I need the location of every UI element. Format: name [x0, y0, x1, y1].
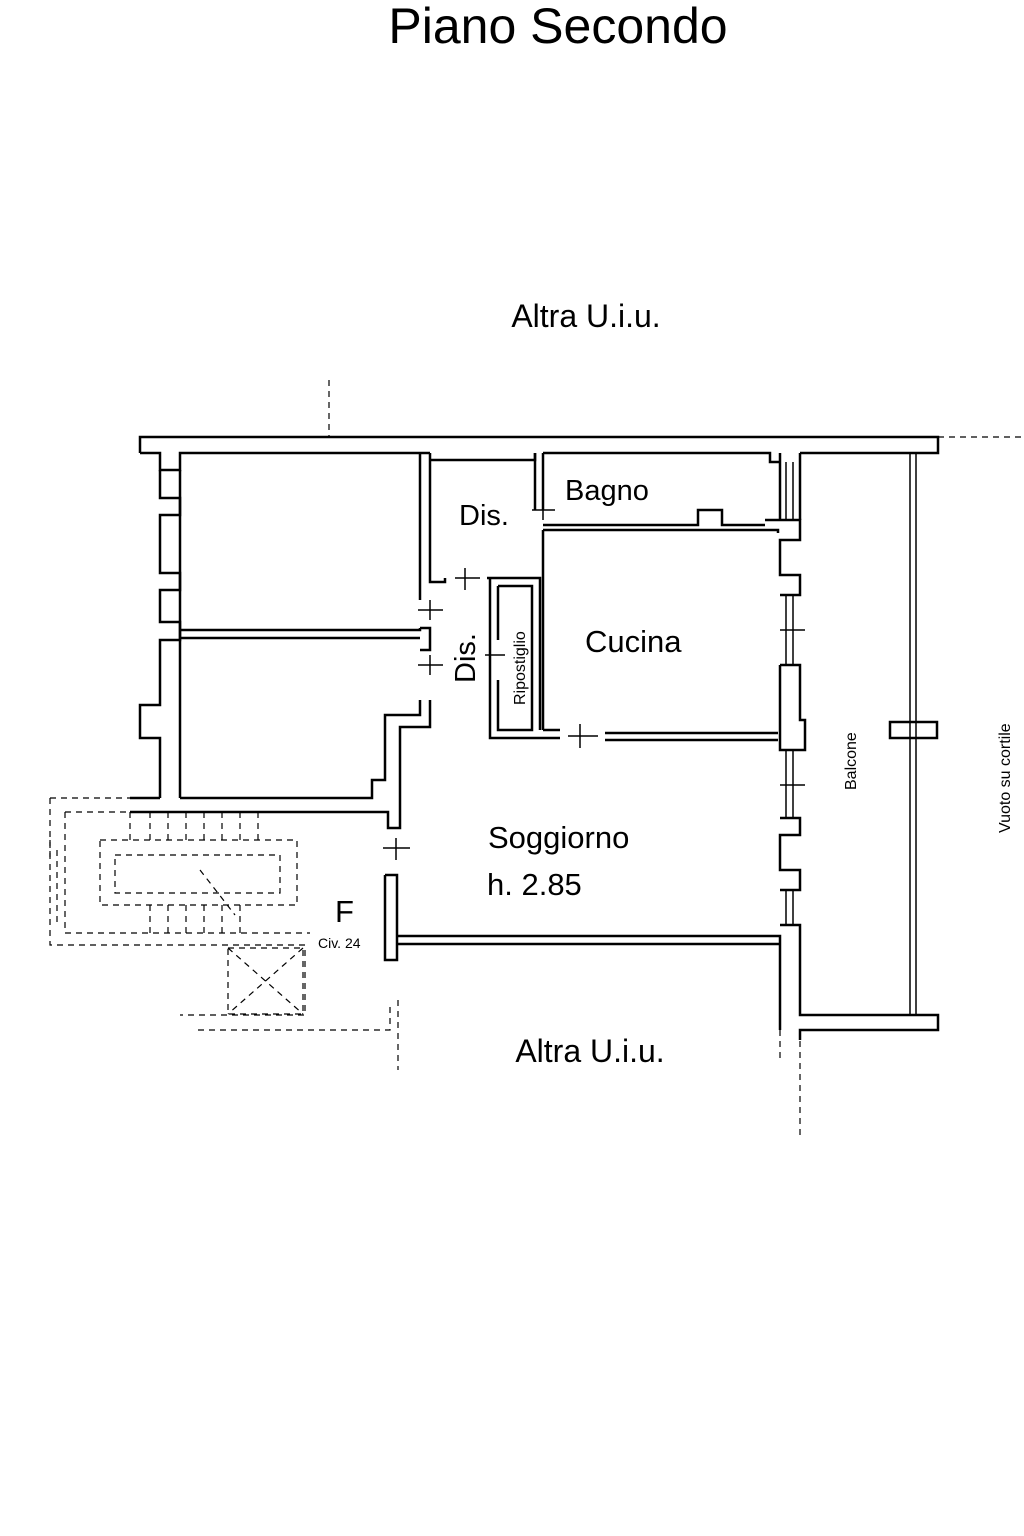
room-label-bagno: Bagno: [565, 475, 649, 507]
room-label-cucina: Cucina: [585, 624, 682, 659]
door-markers: [383, 500, 805, 860]
civic-number: Civ. 24: [318, 935, 361, 951]
exterior-walls: [130, 435, 940, 1040]
neighbor-label-top: Altra U.i.u.: [511, 298, 660, 334]
room-label-dis-top: Dis.: [459, 500, 509, 532]
reference-lines: [328, 380, 1024, 1135]
room-label-soggiorno: Soggiorno: [488, 820, 629, 855]
stairwell-outline: [49, 797, 391, 1031]
page-title: Piano Secondo: [388, 0, 727, 54]
label-vuoto-su-cortile: Vuoto su cortile: [997, 723, 1014, 833]
room-label-dis-vertical: Dis.: [450, 633, 482, 683]
room-height-label: h. 2.85: [487, 867, 582, 902]
room-label-balcone: Balcone: [843, 732, 860, 790]
entrance-letter: F: [335, 894, 354, 929]
neighbor-label-bottom: Altra U.i.u.: [515, 1033, 664, 1069]
interior-walls: [180, 451, 780, 742]
room-label-ripostiglio: Ripostiglio: [512, 631, 529, 705]
